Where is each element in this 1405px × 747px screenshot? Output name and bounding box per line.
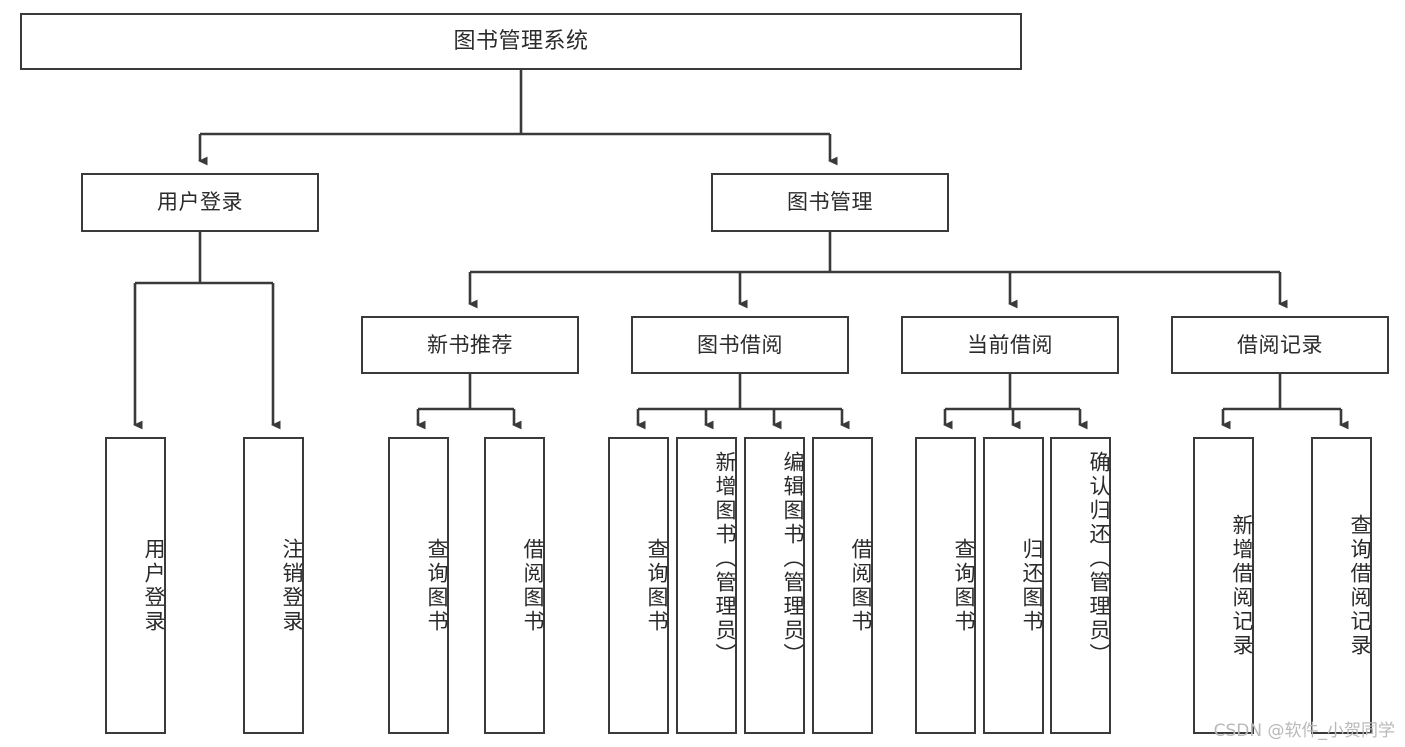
node-label: 编辑图书（管理员） <box>781 451 805 667</box>
node-label: 图书管理系统 <box>453 28 589 54</box>
node-label: 注销登录 <box>280 537 304 634</box>
node-label: 用户登录 <box>142 537 166 634</box>
leaf-add-book-admin[interactable]: 新增图书（管理员） <box>676 437 737 734</box>
leaf-query-book-recommend[interactable]: 查询图书 <box>388 437 449 734</box>
node-label: 借阅图书 <box>849 537 873 634</box>
leaf-return-book[interactable]: 归还图书 <box>983 437 1044 734</box>
node-label: 借阅图书 <box>521 537 545 634</box>
leaf-query-borrow-record[interactable]: 查询借阅记录 <box>1311 437 1372 734</box>
node-current-borrow[interactable]: 当前借阅 <box>901 316 1119 374</box>
node-label: 新增图书（管理员） <box>713 451 737 667</box>
node-label: 图书借阅 <box>697 332 783 357</box>
node-label: 图书管理 <box>787 190 873 215</box>
node-label: 新书推荐 <box>427 332 513 357</box>
leaf-user-logout[interactable]: 注销登录 <box>243 437 304 734</box>
leaf-query-book-current[interactable]: 查询图书 <box>915 437 976 734</box>
node-book-manage[interactable]: 图书管理 <box>711 173 949 232</box>
node-root-system[interactable]: 图书管理系统 <box>20 13 1022 70</box>
node-borrow-record[interactable]: 借阅记录 <box>1171 316 1389 374</box>
node-label: 查询图书 <box>645 537 669 634</box>
node-label: 查询借阅记录 <box>1348 513 1372 658</box>
leaf-add-borrow-record[interactable]: 新增借阅记录 <box>1193 437 1254 734</box>
node-new-book-rec[interactable]: 新书推荐 <box>361 316 579 374</box>
leaf-confirm-return-admin[interactable]: 确认归还（管理员） <box>1050 437 1111 734</box>
node-user-login[interactable]: 用户登录 <box>81 173 319 232</box>
node-label: 查询图书 <box>425 537 449 634</box>
node-label: 新增借阅记录 <box>1230 513 1254 658</box>
node-label: 当前借阅 <box>967 332 1053 357</box>
node-label: 确认归还（管理员） <box>1087 451 1111 667</box>
leaf-edit-book-admin[interactable]: 编辑图书（管理员） <box>744 437 805 734</box>
csdn-watermark: CSDN @软件_小贺同学 <box>1213 721 1395 741</box>
node-label: 用户登录 <box>157 190 243 215</box>
node-label: 查询图书 <box>952 537 976 634</box>
node-label: 借阅记录 <box>1237 332 1323 357</box>
leaf-query-book-borrow[interactable]: 查询图书 <box>608 437 669 734</box>
leaf-borrow-book-recommend[interactable]: 借阅图书 <box>484 437 545 734</box>
leaf-borrow-book[interactable]: 借阅图书 <box>812 437 873 734</box>
node-label: 归还图书 <box>1020 537 1044 634</box>
node-book-borrow[interactable]: 图书借阅 <box>631 316 849 374</box>
leaf-user-login[interactable]: 用户登录 <box>105 437 166 734</box>
